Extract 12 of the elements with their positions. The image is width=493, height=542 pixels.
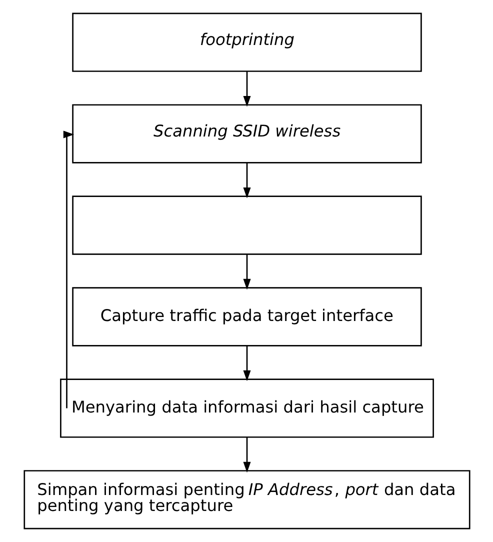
arrow	[242, 162, 250, 198]
arrow	[242, 71, 250, 107]
node-box	[72, 196, 422, 255]
node-box: Menyaring data informasi dari hasil capture	[60, 378, 434, 438]
node-box: Capture traffic pada target interface	[72, 287, 422, 346]
arrow	[62, 130, 74, 408]
node-box: Simpan informasi penting IP Address, port dan data penting yang tercapture	[23, 470, 470, 530]
node-box: footprinting	[72, 12, 422, 72]
arrow	[242, 346, 250, 382]
arrow	[242, 254, 250, 290]
node-box: Scanning SSID wireless	[72, 104, 422, 164]
arrow	[242, 437, 250, 473]
